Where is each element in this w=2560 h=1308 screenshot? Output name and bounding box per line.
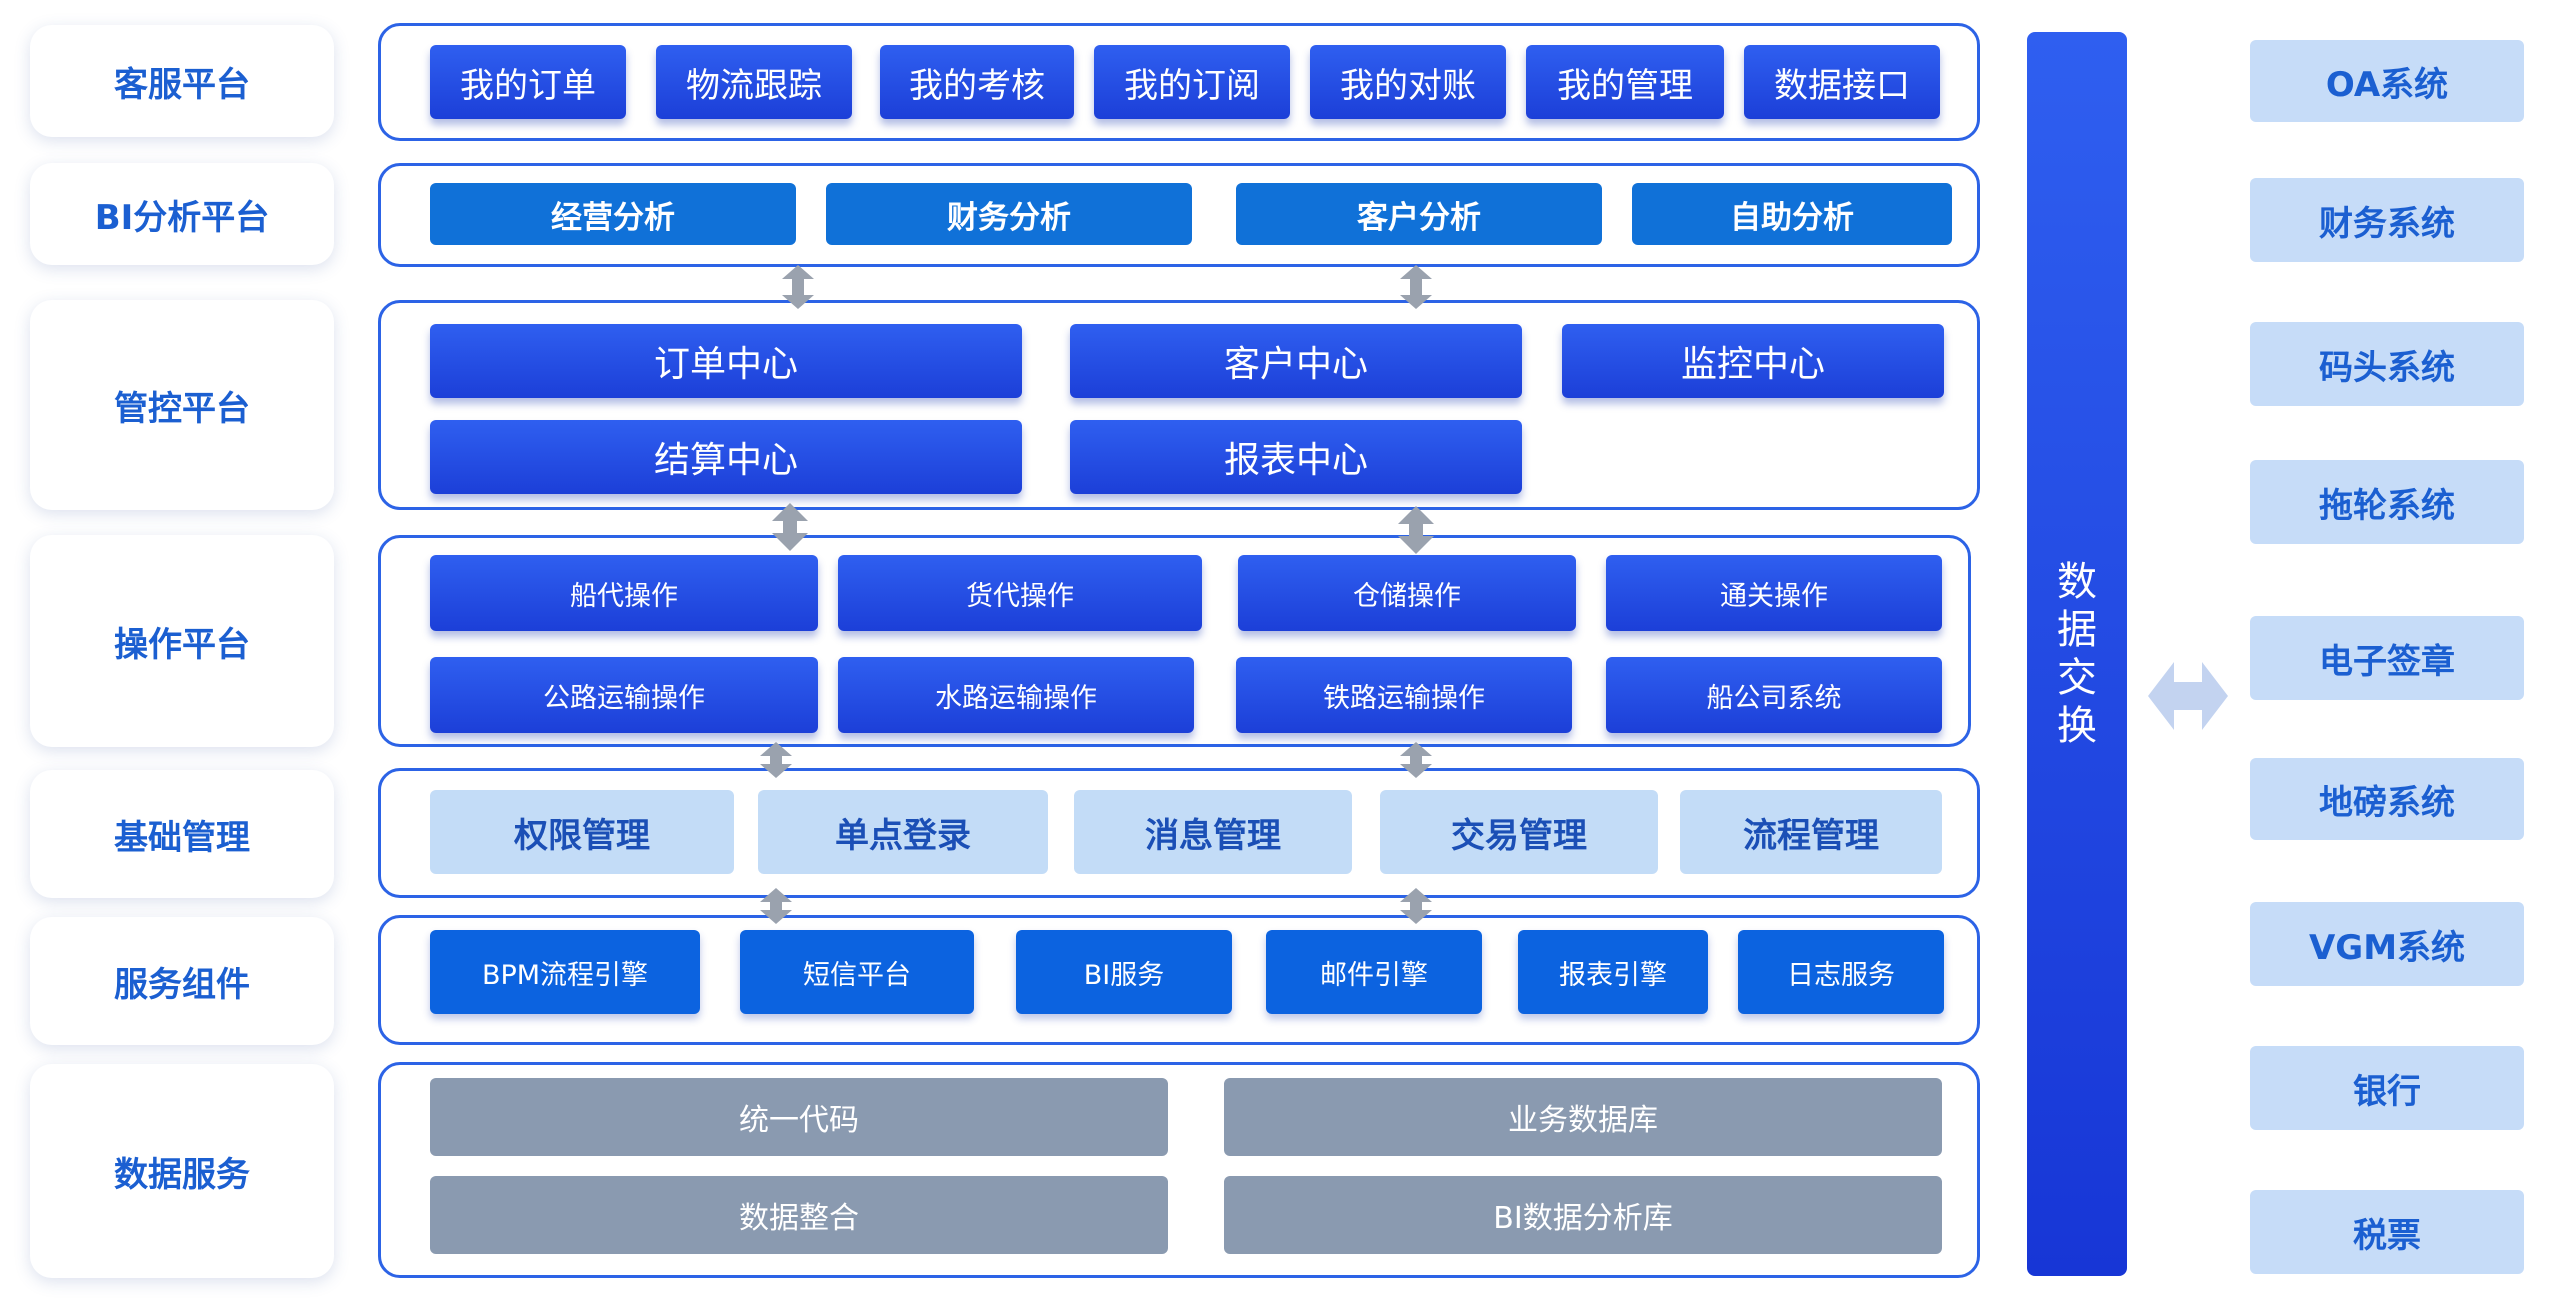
module-order-center[interactable]: 订单中心 bbox=[430, 324, 1022, 398]
module-my-assessment[interactable]: 我的考核 bbox=[880, 45, 1074, 119]
module-my-management[interactable]: 我的管理 bbox=[1526, 45, 1724, 119]
module-mail-engine[interactable]: 邮件引擎 bbox=[1266, 930, 1482, 1014]
layer-label-components: 服务组件 bbox=[30, 917, 334, 1045]
layer-label-base: 基础管理 bbox=[30, 770, 334, 898]
module-bi-analytics-db[interactable]: BI数据分析库 bbox=[1224, 1176, 1942, 1254]
module-waterway-transport-ops[interactable]: 水路运输操作 bbox=[838, 657, 1194, 733]
module-shipping-company-system[interactable]: 船公司系统 bbox=[1606, 657, 1942, 733]
module-bi-service[interactable]: BI服务 bbox=[1016, 930, 1232, 1014]
arrow-control-operation-right bbox=[1398, 506, 1434, 554]
module-freight-forwarding-ops[interactable]: 货代操作 bbox=[838, 555, 1202, 631]
module-logistics-tracking[interactable]: 物流跟踪 bbox=[656, 45, 852, 119]
external-system-e-seal[interactable]: 电子签章 bbox=[2250, 616, 2524, 700]
external-system-terminal[interactable]: 码头系统 bbox=[2250, 322, 2524, 406]
module-bpm-engine[interactable]: BPM流程引擎 bbox=[430, 930, 700, 1014]
data-exchange-char: 据 bbox=[2057, 607, 2097, 653]
arrow-bi-control-right bbox=[1400, 265, 1432, 309]
module-workflow-management[interactable]: 流程管理 bbox=[1680, 790, 1942, 874]
external-system-bank[interactable]: 银行 bbox=[2250, 1046, 2524, 1130]
module-shipping-agency-ops[interactable]: 船代操作 bbox=[430, 555, 818, 631]
module-message-management[interactable]: 消息管理 bbox=[1074, 790, 1352, 874]
arrow-control-operation-left bbox=[772, 503, 808, 551]
module-single-sign-on[interactable]: 单点登录 bbox=[758, 790, 1048, 874]
external-system-tax-invoice[interactable]: 税票 bbox=[2250, 1190, 2524, 1274]
data-exchange-char: 换 bbox=[2057, 703, 2097, 749]
arrow-base-components-left bbox=[760, 888, 792, 924]
module-report-center[interactable]: 报表中心 bbox=[1070, 420, 1522, 494]
data-exchange-bar[interactable]: 数 据 交 换 bbox=[2027, 32, 2127, 1276]
module-log-service[interactable]: 日志服务 bbox=[1738, 930, 1944, 1014]
arrow-bi-control-left bbox=[782, 265, 814, 309]
module-sms-platform[interactable]: 短信平台 bbox=[740, 930, 974, 1014]
module-business-analysis[interactable]: 经营分析 bbox=[430, 183, 796, 245]
module-report-engine[interactable]: 报表引擎 bbox=[1518, 930, 1708, 1014]
module-customs-ops[interactable]: 通关操作 bbox=[1606, 555, 1942, 631]
data-exchange-char: 数 bbox=[2057, 559, 2097, 605]
module-customer-center[interactable]: 客户中心 bbox=[1070, 324, 1522, 398]
external-system-vgm[interactable]: VGM系统 bbox=[2250, 902, 2524, 986]
module-finance-analysis[interactable]: 财务分析 bbox=[826, 183, 1192, 245]
module-business-database[interactable]: 业务数据库 bbox=[1224, 1078, 1942, 1156]
layer-label-customer-service: 客服平台 bbox=[30, 25, 334, 137]
module-customer-analysis[interactable]: 客户分析 bbox=[1236, 183, 1602, 245]
exchange-arrow-icon bbox=[2148, 662, 2228, 730]
module-road-transport-ops[interactable]: 公路运输操作 bbox=[430, 657, 818, 733]
layer-label-operation: 操作平台 bbox=[30, 535, 334, 747]
arrow-operation-base-right bbox=[1400, 742, 1432, 778]
module-data-interface[interactable]: 数据接口 bbox=[1744, 45, 1940, 119]
arrow-base-components-right bbox=[1400, 888, 1432, 924]
arrow-operation-base-left bbox=[760, 742, 792, 778]
layer-label-bi: BI分析平台 bbox=[30, 163, 334, 265]
module-my-orders[interactable]: 我的订单 bbox=[430, 45, 626, 119]
module-monitor-center[interactable]: 监控中心 bbox=[1562, 324, 1944, 398]
module-settlement-center[interactable]: 结算中心 bbox=[430, 420, 1022, 494]
external-system-weighbridge[interactable]: 地磅系统 bbox=[2250, 758, 2524, 840]
external-system-finance[interactable]: 财务系统 bbox=[2250, 178, 2524, 262]
layer-label-data: 数据服务 bbox=[30, 1064, 334, 1278]
external-system-oa[interactable]: OA系统 bbox=[2250, 40, 2524, 122]
module-unified-code[interactable]: 统一代码 bbox=[430, 1078, 1168, 1156]
module-my-reconciliation[interactable]: 我的对账 bbox=[1310, 45, 1506, 119]
module-my-subscriptions[interactable]: 我的订阅 bbox=[1094, 45, 1290, 119]
external-system-tugboat[interactable]: 拖轮系统 bbox=[2250, 460, 2524, 544]
module-warehouse-ops[interactable]: 仓储操作 bbox=[1238, 555, 1576, 631]
module-self-analysis[interactable]: 自助分析 bbox=[1632, 183, 1952, 245]
module-data-integration[interactable]: 数据整合 bbox=[430, 1176, 1168, 1254]
data-exchange-char: 交 bbox=[2057, 655, 2097, 701]
module-transaction-management[interactable]: 交易管理 bbox=[1380, 790, 1658, 874]
module-permission-management[interactable]: 权限管理 bbox=[430, 790, 734, 874]
module-rail-transport-ops[interactable]: 铁路运输操作 bbox=[1236, 657, 1572, 733]
layer-label-control: 管控平台 bbox=[30, 300, 334, 510]
